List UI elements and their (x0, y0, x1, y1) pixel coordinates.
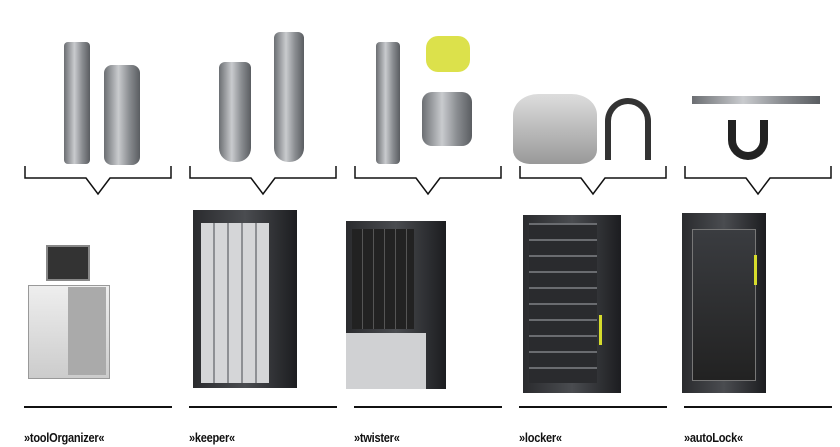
divider (684, 406, 832, 408)
divider (24, 406, 172, 408)
tool-holder-with-drill-icon (274, 32, 304, 162)
tools-image (189, 30, 337, 165)
tool-holder-icon (219, 62, 251, 162)
end-mill-icon (64, 42, 90, 164)
product-locker[interactable]: »locker« (513, 0, 667, 447)
bracket-icon (354, 166, 502, 196)
product-label[interactable]: »twister« (354, 430, 400, 445)
tools-image (24, 30, 172, 165)
micrometer-icon (728, 120, 768, 160)
product-label[interactable]: »autoLock« (684, 430, 743, 445)
product-twister[interactable]: »twister« (346, 0, 502, 447)
bracket-icon (24, 166, 172, 196)
retention-knob-icon (104, 65, 140, 165)
caliper-icon (692, 96, 820, 104)
tools-image (513, 30, 667, 165)
bracket-icon (189, 166, 337, 196)
indexable-insert-icon (422, 92, 472, 146)
tool-organizer-image (24, 205, 172, 385)
product-label[interactable]: »keeper« (189, 430, 235, 445)
keeper-image (189, 205, 337, 388)
product-label[interactable]: »locker« (519, 430, 562, 445)
divider (519, 406, 667, 408)
product-label[interactable]: »toolOrganizer« (24, 430, 105, 445)
autolock-image (682, 205, 832, 393)
end-mill-icon (376, 42, 400, 164)
twister-image (346, 205, 502, 389)
headphones-icon (605, 98, 651, 160)
product-keeper[interactable]: »keeper« (189, 0, 337, 447)
tools-image (354, 30, 502, 165)
product-autolock[interactable]: »autoLock« (682, 0, 832, 447)
divider (354, 406, 502, 408)
locker-image (519, 205, 667, 393)
tools-image (684, 30, 832, 165)
bracket-icon (519, 166, 667, 196)
product-tool-organizer[interactable]: »toolOrganizer« (24, 0, 172, 447)
bracket-icon (684, 166, 832, 196)
earplugs-icon (426, 36, 470, 72)
divider (189, 406, 337, 408)
work-gloves-icon (513, 94, 597, 164)
